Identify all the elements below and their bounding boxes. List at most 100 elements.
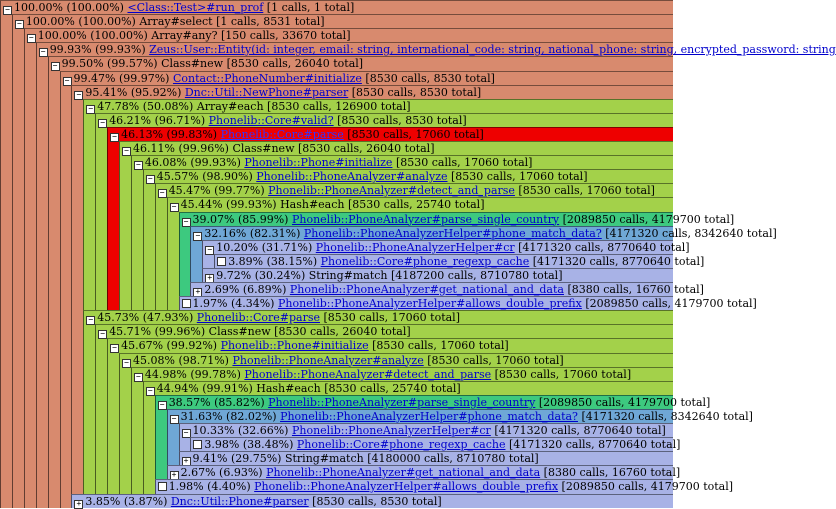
- method-link[interactable]: Contact::PhoneNumber#initialize: [172, 71, 362, 85]
- expand-toggle-icon[interactable]: +: [74, 499, 84, 509]
- call-stats: [8530 calls, 17060 total]: [451, 170, 588, 184]
- collapse-toggle-icon[interactable]: −: [193, 231, 203, 241]
- call-stats: [8530 calls, 17060 total]: [372, 339, 509, 353]
- collapse-toggle-icon[interactable]: −: [157, 400, 167, 410]
- method-link[interactable]: Phonelib::PhoneAnalyzer#detect_and_parse: [268, 184, 515, 198]
- collapse-toggle-icon[interactable]: −: [133, 372, 143, 382]
- call-percent: 31.63% (82.02%): [180, 409, 277, 423]
- call-percent: 10.20% (31.71%): [216, 240, 313, 254]
- method-link[interactable]: Phonelib::Core#parse: [196, 311, 320, 325]
- method-link[interactable]: Phonelib::PhoneAnalyzerHelper#phone_matc…: [280, 409, 578, 423]
- collapse-toggle-icon[interactable]: −: [14, 20, 24, 30]
- call-percent: 100.00% (100.00%): [37, 29, 148, 43]
- call-stats: [4180000 calls, 8710780 total]: [367, 452, 539, 466]
- collapse-toggle-icon[interactable]: −: [38, 48, 48, 58]
- call-percent: 3.98% (38.48%): [204, 438, 294, 452]
- method-link[interactable]: <Class::Test>#run_prof: [127, 1, 264, 14]
- call-stats: [8530 calls, 25740 total]: [324, 381, 461, 395]
- call-stats: [8530 calls, 17060 total]: [395, 156, 533, 170]
- method-link[interactable]: Dnc::Util::NewPhone#parser: [184, 85, 349, 99]
- method-link[interactable]: Phonelib::Phone#initialize: [220, 339, 369, 353]
- method-link[interactable]: Phonelib::PhoneAnalyzer#analyze: [232, 353, 424, 367]
- collapse-toggle-icon[interactable]: −: [3, 6, 12, 15]
- collapse-toggle-icon[interactable]: −: [110, 132, 120, 142]
- collapse-toggle-icon[interactable]: −: [50, 62, 60, 72]
- call-percent: 45.57% (98.90%): [156, 170, 253, 184]
- method-link[interactable]: Phonelib::PhoneAnalyzer#get_national_and…: [266, 466, 541, 480]
- call-stats: [8530 calls, 8530 total]: [365, 71, 495, 85]
- collapse-toggle-icon[interactable]: −: [98, 330, 108, 340]
- collapse-toggle-icon[interactable]: −: [181, 217, 191, 227]
- call-percent: 46.08% (99.93%): [144, 156, 241, 170]
- call-percent: 44.94% (99.91%): [156, 381, 253, 395]
- collapse-toggle-icon[interactable]: −: [169, 414, 179, 424]
- collapse-toggle-icon[interactable]: −: [98, 118, 108, 128]
- call-percent: 3.85% (3.87%): [85, 494, 168, 508]
- method-link[interactable]: Phonelib::Core#phone_regexp_cache: [320, 254, 530, 268]
- collapse-toggle-icon[interactable]: −: [86, 316, 96, 326]
- call-percent: 45.44% (99.93%): [180, 198, 277, 212]
- method-name: String#match: [284, 452, 364, 466]
- call-percent: 1.97% (4.34%): [192, 297, 275, 311]
- method-name: Hash#each: [280, 198, 345, 212]
- method-link[interactable]: Phonelib::PhoneAnalyzerHelper#cr: [315, 240, 515, 254]
- call-stats: [1 calls, 8531 total]: [216, 15, 325, 29]
- collapse-toggle-icon[interactable]: −: [145, 175, 155, 185]
- call-stats: [8530 calls, 17060 total]: [323, 311, 461, 325]
- method-link[interactable]: Phonelib::PhoneAnalyzer#parse_single_cou…: [268, 395, 536, 409]
- call-stats: [4171320 calls, 8770640 total]: [508, 438, 681, 452]
- collapse-toggle-icon[interactable]: −: [169, 203, 179, 213]
- collapse-toggle-icon[interactable]: −: [86, 104, 96, 114]
- method-name: Hash#each: [256, 381, 321, 395]
- call-stats: [8530 calls, 26040 total]: [297, 142, 435, 155]
- method-link[interactable]: Zeus::User::Entity(id: integer, email: s…: [149, 43, 836, 57]
- call-stats: [8530 calls, 26040 total]: [226, 57, 364, 71]
- call-percent: 47.78% (50.08%): [97, 99, 194, 113]
- collapse-toggle-icon[interactable]: −: [157, 189, 167, 199]
- call-stats: [8530 calls, 8530 total]: [312, 494, 442, 508]
- collapse-toggle-icon[interactable]: −: [26, 34, 36, 44]
- collapse-toggle-icon[interactable]: −: [122, 358, 131, 368]
- call-row[interactable]: +3.85% (3.87%) Dnc::Util::Phone#parser […: [71, 493, 673, 509]
- collapse-toggle-icon[interactable]: −: [181, 429, 191, 438]
- method-link[interactable]: Phonelib::PhoneAnalyzerHelper#allows_dou…: [277, 297, 582, 311]
- call-percent: 3.89% (38.15%): [228, 254, 318, 268]
- call-stats: [2089850 calls, 4179700 total]: [538, 395, 711, 409]
- call-percent: 45.47% (99.77%): [168, 184, 265, 198]
- call-percent: 44.98% (99.78%): [144, 367, 241, 381]
- leaf-box-icon: [181, 299, 191, 309]
- method-link[interactable]: Phonelib::Core#parse: [220, 127, 344, 141]
- call-stats: [8530 calls, 17060 total]: [347, 127, 484, 141]
- method-link[interactable]: Phonelib::PhoneAnalyzer#detect_and_parse: [244, 367, 492, 381]
- method-link[interactable]: Phonelib::PhoneAnalyzerHelper#phone_matc…: [303, 226, 602, 240]
- method-link[interactable]: Dnc::Util::Phone#parser: [170, 494, 309, 508]
- collapse-toggle-icon[interactable]: −: [110, 344, 120, 354]
- method-link[interactable]: Phonelib::PhoneAnalyzer#get_national_and…: [289, 283, 564, 296]
- call-stats: [1 calls, 1 total]: [266, 1, 355, 14]
- call-percent: 99.47% (99.97%): [73, 71, 170, 85]
- call-stats: [8380 calls, 16760 total]: [567, 283, 704, 296]
- method-link[interactable]: Phonelib::PhoneAnalyzer#analyze: [256, 170, 448, 184]
- call-percent: 45.08% (98.71%): [133, 353, 229, 367]
- collapse-toggle-icon[interactable]: −: [62, 76, 72, 86]
- method-name: Class#new: [208, 325, 271, 339]
- call-stats: [150 calls, 33670 total]: [220, 29, 351, 43]
- collapse-toggle-icon[interactable]: −: [145, 386, 155, 396]
- method-link[interactable]: Phonelib::Core#valid?: [208, 113, 334, 127]
- collapse-toggle-icon[interactable]: −: [122, 147, 131, 156]
- call-percent: 95.41% (95.92%): [85, 85, 182, 99]
- collapse-toggle-icon[interactable]: −: [205, 245, 215, 255]
- call-stats: [8380 calls, 16760 total]: [543, 466, 681, 480]
- collapse-toggle-icon[interactable]: −: [133, 161, 143, 171]
- method-link[interactable]: Phonelib::Core#phone_regexp_cache: [296, 438, 506, 452]
- method-link[interactable]: Phonelib::PhoneAnalyzerHelper#allows_dou…: [254, 480, 559, 494]
- method-link[interactable]: Phonelib::Phone#initialize: [244, 156, 393, 170]
- method-link[interactable]: Phonelib::PhoneAnalyzerHelper#cr: [291, 424, 491, 437]
- method-link[interactable]: Phonelib::PhoneAnalyzer#parse_single_cou…: [291, 212, 560, 226]
- call-percent: 38.57% (85.82%): [168, 395, 265, 409]
- collapse-toggle-icon[interactable]: −: [74, 90, 84, 100]
- call-stats: [8530 calls, 8530 total]: [351, 85, 482, 99]
- method-name: Array#any?: [151, 29, 218, 43]
- call-stats: [8530 calls, 126900 total]: [267, 99, 411, 113]
